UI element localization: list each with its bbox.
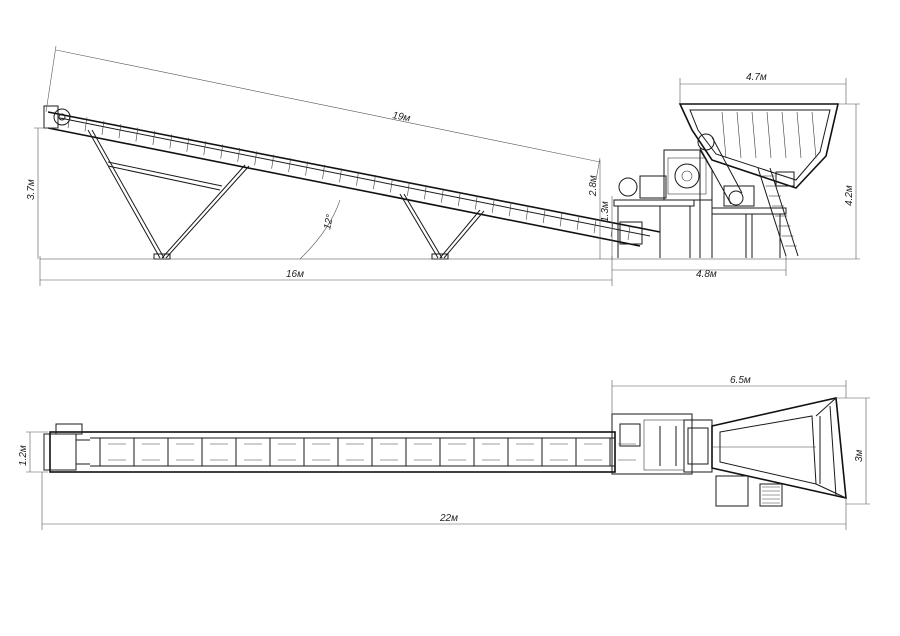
dimension-right-height: 4.2м (800, 103, 860, 260)
support-frame-left (87, 129, 250, 260)
dim-22m: 22м (439, 513, 458, 524)
dimension-top-width: 4.7м (679, 72, 847, 104)
crusher-assembly (613, 103, 840, 258)
dimension-top-width-plan: 6.5м (611, 375, 847, 414)
hopper-ribs (721, 111, 817, 159)
dim-16m: 16м (286, 269, 304, 280)
dimension-total-length: 22м (41, 472, 847, 530)
head-end (43, 433, 77, 471)
dim-4-7m: 4.7м (746, 72, 767, 83)
conveyor-sections (99, 438, 636, 466)
dim-6-5m: 6.5м (730, 375, 751, 386)
dimension-conveyor-length: 19м (45, 45, 601, 181)
inclined-conveyor (43, 105, 661, 247)
dim-4-2m: 4.2м (844, 185, 855, 206)
dim-3-7m: 3.7м (26, 179, 37, 200)
dimension-bottom-length: 16м (39, 256, 613, 286)
dim-4-8m: 4.8м (696, 269, 717, 280)
support-frame-right (399, 193, 485, 260)
dimension-left-width-plan: 1.2м (18, 431, 48, 473)
dim-3m: 3м (854, 449, 865, 462)
dimension-right-width-plan: 3м (836, 397, 870, 505)
top-view: 6.5м 1.2м 3м 22м (18, 375, 870, 530)
dim-1-2m: 1.2м (18, 445, 29, 466)
dimension-28m: 2.8м (588, 160, 601, 259)
dim-19m: 19м (391, 110, 411, 124)
side-view: 19м 4.7м 3.7м 12° 2.8м 1.3м (26, 45, 860, 286)
dim-1-3m: 1.3м (600, 201, 611, 222)
crusher-rotor (674, 163, 700, 189)
head-drum (53, 108, 71, 126)
crusher-plan (611, 413, 713, 475)
motor-plan (619, 423, 641, 447)
hopper-plan (711, 397, 847, 507)
dimension-left-height: 3.7м (26, 127, 58, 259)
dimension-angle: 12° (299, 199, 341, 260)
dimension-13m: 1.3м (600, 196, 613, 259)
drive-pulley (697, 133, 715, 151)
hopper (678, 103, 840, 189)
belt-slats (67, 113, 631, 241)
platform-ladder (762, 486, 780, 504)
conveyor-plan (49, 431, 616, 473)
ladder (762, 175, 797, 247)
motor-pulley (618, 177, 638, 197)
dim-12deg: 12° (322, 214, 336, 231)
dimension-base-length: 4.8м (612, 256, 787, 280)
dim-2-8m: 2.8м (588, 175, 599, 197)
